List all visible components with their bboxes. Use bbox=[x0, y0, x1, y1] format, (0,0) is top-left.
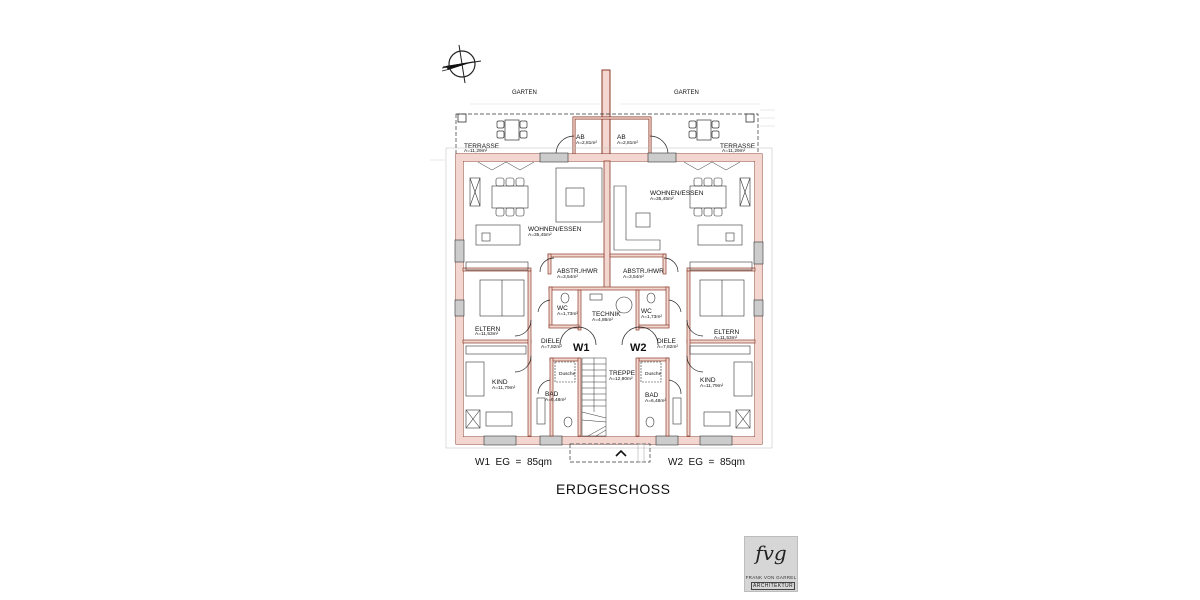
logo-tagline: ARCHITEKTUR bbox=[751, 582, 795, 590]
svg-text:A=12,90m²: A=12,90m² bbox=[609, 376, 633, 382]
svg-text:A=7,82m²: A=7,82m² bbox=[657, 344, 678, 350]
svg-text:A=3,54m²: A=3,54m² bbox=[557, 274, 578, 280]
svg-text:A=2,81m²: A=2,81m² bbox=[617, 140, 638, 146]
room-ab-w2: AB bbox=[617, 134, 626, 141]
room-terrasse-w2: TERRASSE bbox=[720, 143, 756, 150]
unit-label-w1: W1 bbox=[573, 342, 590, 354]
svg-text:A=4,86m²: A=4,86m² bbox=[592, 317, 613, 323]
north-arrow-icon bbox=[441, 44, 482, 84]
svg-text:A=1,73m²: A=1,73m² bbox=[641, 314, 662, 320]
svg-text:A=11,79m²: A=11,79m² bbox=[700, 383, 724, 389]
room-kind-w1: KIND bbox=[492, 379, 508, 386]
architect-logo: fvg FRANK VON GARREL ARCHITEKTUR bbox=[744, 536, 798, 592]
room-kind-w2: KIND bbox=[700, 377, 716, 384]
room-bad-w1: BAD bbox=[545, 391, 559, 398]
room-terrasse-w1: TERRASSE bbox=[464, 143, 500, 150]
interior-walls bbox=[462, 253, 756, 437]
logo-signature: fvg bbox=[755, 541, 787, 565]
unit-summary-w1: W1 EG = 85qm bbox=[475, 457, 552, 468]
room-abstr-w2: ABSTR./HWR bbox=[623, 268, 664, 275]
furniture bbox=[465, 167, 753, 429]
room-abstr-w1: ABSTR./HWR bbox=[557, 268, 598, 275]
svg-text:A=35,45m²: A=35,45m² bbox=[528, 232, 552, 238]
entrance-arrow-icon bbox=[615, 449, 627, 457]
room-ab-w1: AB bbox=[576, 134, 585, 141]
svg-text:A=6,48m²: A=6,48m² bbox=[645, 398, 666, 404]
room-diele-w2: DIELE bbox=[657, 338, 676, 345]
svg-text:A=7,82m²: A=7,82m² bbox=[541, 344, 562, 350]
room-diele-w1: DIELE bbox=[541, 338, 560, 345]
room-wohnen-w2: WOHNEN/ESSEN bbox=[650, 190, 704, 197]
room-eltern-w1: ELTERN bbox=[475, 326, 500, 333]
svg-text:A=11,29m²: A=11,29m² bbox=[464, 148, 488, 154]
drawing-title: ERDGESCHOSS bbox=[556, 481, 670, 497]
svg-text:A=11,29m²: A=11,29m² bbox=[722, 148, 746, 154]
svg-text:A=11,53m²: A=11,53m² bbox=[475, 331, 499, 337]
door-swings bbox=[514, 257, 704, 395]
garden-label-left: GARTEN bbox=[512, 90, 537, 96]
shower-w1: Dusche bbox=[559, 371, 576, 377]
ground-lines bbox=[430, 103, 775, 161]
room-technik: TECHNIK bbox=[592, 311, 621, 318]
svg-text:A=11,79m²: A=11,79m² bbox=[492, 385, 516, 391]
svg-text:A=6,48m²: A=6,48m² bbox=[545, 397, 566, 403]
svg-text:A=35,45m²: A=35,45m² bbox=[650, 196, 674, 202]
room-eltern-w2: ELTERN bbox=[714, 329, 739, 336]
room-wc-w1: WC bbox=[557, 305, 568, 312]
shower-w2: Dusche bbox=[645, 371, 662, 377]
garden-label-right: GARTEN bbox=[674, 90, 699, 96]
unit-label-w2: W2 bbox=[630, 342, 647, 354]
terrace-furniture bbox=[496, 119, 720, 141]
svg-text:A=3,54m²: A=3,54m² bbox=[623, 274, 644, 280]
logo-name: FRANK VON GARREL bbox=[745, 575, 797, 580]
svg-text:A=1,73m²: A=1,73m² bbox=[557, 311, 578, 317]
svg-text:A=11,53m²: A=11,53m² bbox=[714, 335, 738, 341]
unit-summary-w2: W2 EG = 85qm bbox=[668, 457, 745, 468]
party-wall-extension bbox=[601, 69, 611, 155]
room-wohnen-w1: WOHNEN/ESSEN bbox=[528, 226, 582, 233]
entrance-canopy bbox=[569, 443, 651, 463]
room-treppe: TREPPE bbox=[609, 370, 636, 377]
svg-text:A=2,81m²: A=2,81m² bbox=[576, 140, 597, 146]
windows bbox=[454, 152, 764, 446]
staircase bbox=[581, 357, 607, 437]
room-bad-w2: BAD bbox=[645, 392, 659, 399]
room-wc-w2: WC bbox=[641, 308, 652, 315]
